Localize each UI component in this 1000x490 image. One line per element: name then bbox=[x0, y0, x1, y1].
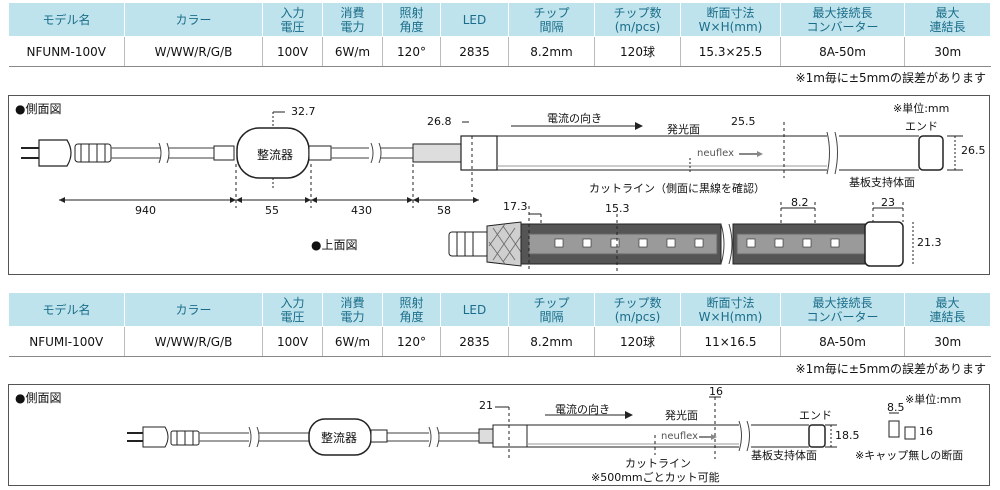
dim-23: 23 bbox=[881, 196, 895, 209]
cell-max-link: 30m bbox=[904, 326, 991, 357]
no-cap-note: ※キャップ無しの断面 bbox=[855, 449, 964, 462]
cell-chip-count: 120球 bbox=[594, 36, 681, 67]
cell-angle: 120° bbox=[382, 326, 441, 357]
dim-55: 55 bbox=[265, 204, 279, 217]
table-row: NFUNM-100V W/WW/R/G/B 100V 6W/m 120° 283… bbox=[8, 36, 991, 67]
base-face-label: 基板支持体面 bbox=[849, 176, 915, 189]
diagram-2-drawing bbox=[127, 396, 916, 459]
header-model: モデル名 bbox=[8, 292, 125, 327]
cell-section: 15.3×25.5 bbox=[680, 36, 781, 67]
header-chip-count: チップ数(m/pcs) bbox=[594, 292, 681, 327]
cell-led: 2835 bbox=[440, 326, 509, 357]
dim-18-5: 18.5 bbox=[835, 429, 860, 442]
emit-face-label-2: 発光面 bbox=[665, 409, 698, 422]
header-max-length: 最大接続長コンバーター bbox=[780, 2, 905, 37]
cell-model: NFUMI-100V bbox=[8, 326, 125, 357]
header-model: モデル名 bbox=[8, 2, 125, 37]
neuflex-mark-2: neuflex bbox=[661, 431, 699, 442]
cell-angle: 120° bbox=[382, 36, 441, 67]
header-power: 消費電力 bbox=[322, 2, 383, 37]
side-view-title: ●側面図 bbox=[15, 102, 62, 116]
emit-face-label: 発光面 bbox=[667, 123, 700, 136]
header-chip-pitch: チップ間隔 bbox=[508, 2, 595, 37]
plug-icon-2 bbox=[127, 426, 200, 448]
dim-25-5: 25.5 bbox=[731, 115, 756, 128]
header-led: LED bbox=[440, 2, 509, 37]
converter-label: 整流器 bbox=[257, 148, 294, 162]
dim-32-7: 32.7 bbox=[291, 105, 316, 118]
current-direction-label: 電流の向き bbox=[547, 112, 602, 125]
header-voltage: 入力電圧 bbox=[262, 2, 323, 37]
header-max-length: 最大接続長コンバーター bbox=[780, 292, 905, 327]
unit-label: ※単位:mm bbox=[893, 102, 950, 115]
cell-chip-count: 120球 bbox=[594, 326, 681, 357]
cut-line-label-2: カットライン bbox=[625, 457, 691, 470]
dim-16: 16 bbox=[709, 385, 723, 398]
cell-led: 2835 bbox=[440, 36, 509, 67]
unit-label-2: ※単位:mm bbox=[905, 393, 962, 406]
header-max-link: 最大連結長 bbox=[904, 2, 991, 37]
header-angle: 照射角度 bbox=[382, 292, 441, 327]
dim-17-3: 17.3 bbox=[503, 200, 528, 213]
dim-15-3: 15.3 bbox=[605, 202, 630, 215]
dim-16-b: 16 bbox=[919, 425, 933, 438]
cut-interval-note: ※500mmごとカット可能 bbox=[591, 471, 720, 484]
cell-chip-pitch: 8.2mm bbox=[508, 36, 595, 67]
section-no-cap bbox=[888, 420, 900, 438]
side-view-title-2: ●側面図 bbox=[15, 391, 62, 405]
header-led: LED bbox=[440, 292, 509, 327]
spec-table-1: モデル名 カラー 入力電圧 消費電力 照射角度 LED チップ間隔 チップ数(m… bbox=[8, 2, 991, 67]
dim-8-2: 8.2 bbox=[791, 196, 809, 209]
header-chip-pitch: チップ間隔 bbox=[508, 292, 595, 327]
header-angle: 照射角度 bbox=[382, 2, 441, 37]
cell-power: 6W/m bbox=[322, 326, 383, 357]
diagram-panel-1: ●側面図 ※単位:mm 整流器 32.7 26.8 電流の向き 発光面 25.5… bbox=[8, 95, 990, 275]
converter-label-2: 整流器 bbox=[321, 431, 358, 445]
base-face-label-2: 基板支持体面 bbox=[751, 449, 817, 462]
dim-26-8: 26.8 bbox=[427, 115, 452, 128]
cell-section: 11×16.5 bbox=[680, 326, 781, 357]
dim-26-5: 26.5 bbox=[961, 144, 986, 157]
dim-58: 58 bbox=[437, 204, 451, 217]
dim-8-5: 8.5 bbox=[887, 401, 905, 414]
plug-icon bbox=[21, 139, 112, 167]
cell-chip-pitch: 8.2mm bbox=[508, 326, 595, 357]
dim-21-3: 21.3 bbox=[917, 236, 942, 249]
tolerance-note-2: ※1m毎に±5mmの誤差があります bbox=[795, 362, 986, 376]
end-label-2: エンド bbox=[799, 409, 832, 422]
cell-power: 6W/m bbox=[322, 36, 383, 67]
cell-model: NFUNM-100V bbox=[8, 36, 125, 67]
header-color: カラー bbox=[124, 2, 263, 37]
cell-max-length: 8A-50m bbox=[780, 36, 905, 67]
cell-voltage: 100V bbox=[262, 326, 323, 357]
header-chip-count: チップ数(m/pcs) bbox=[594, 2, 681, 37]
neuflex-mark: neuflex bbox=[697, 148, 735, 159]
diagram-1-drawing bbox=[21, 111, 963, 272]
dim-940: 940 bbox=[135, 204, 156, 217]
cell-max-link: 30m bbox=[904, 36, 991, 67]
cable-line bbox=[111, 147, 214, 159]
table-row: NFUMI-100V W/WW/R/G/B 100V 6W/m 120° 283… bbox=[8, 326, 991, 357]
dim-21: 21 bbox=[479, 399, 493, 412]
top-plug-icon bbox=[448, 231, 490, 257]
end-label: エンド bbox=[905, 120, 938, 133]
current-direction-label-2: 電流の向き bbox=[555, 403, 610, 416]
top-view-title: ●上面図 bbox=[311, 238, 358, 252]
tolerance-note-1: ※1m毎に±5mmの誤差があります bbox=[795, 71, 986, 85]
cut-line-label: カットライン（側面に黒線を確認） bbox=[589, 182, 765, 195]
header-color: カラー bbox=[124, 292, 263, 327]
dim-430: 430 bbox=[351, 204, 372, 217]
spec-table-2: モデル名 カラー 入力電圧 消費電力 照射角度 LED チップ間隔 チップ数(m… bbox=[8, 292, 991, 357]
header-voltage: 入力電圧 bbox=[262, 292, 323, 327]
cell-voltage: 100V bbox=[262, 36, 323, 67]
header-power: 消費電力 bbox=[322, 292, 383, 327]
cell-color: W/WW/R/G/B bbox=[124, 326, 263, 357]
cell-max-length: 8A-50m bbox=[780, 326, 905, 357]
cell-color: W/WW/R/G/B bbox=[124, 36, 263, 67]
diagram-panel-2: ●側面図 ※単位:mm 整流器 21 電流の向き 16 発光面 エンド 18.5… bbox=[8, 384, 990, 486]
header-max-link: 最大連結長 bbox=[904, 292, 991, 327]
